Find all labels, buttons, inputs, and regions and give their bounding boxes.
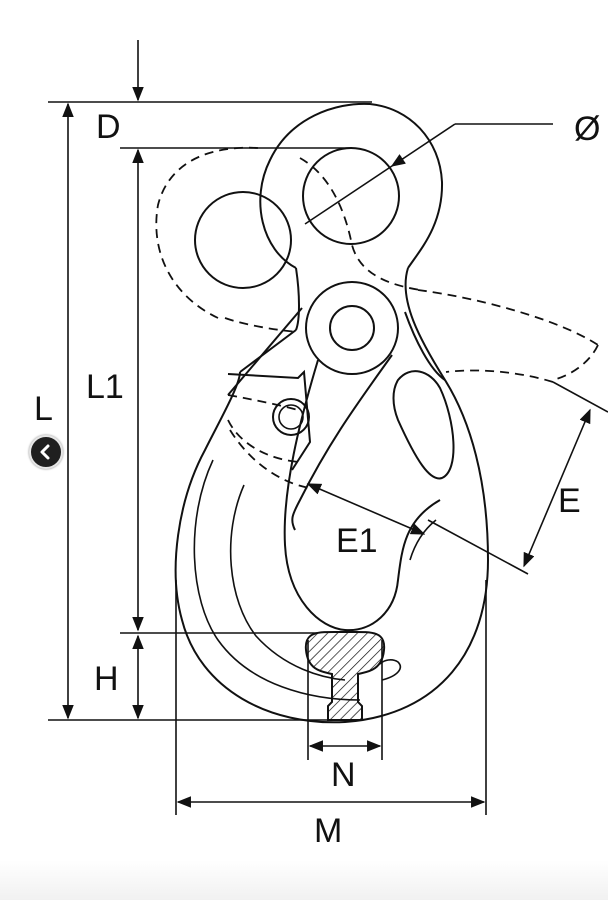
label-n: N — [331, 756, 356, 794]
hook-body — [174, 267, 490, 724]
previous-image-button[interactable] — [29, 435, 63, 469]
hook-eye — [194, 102, 444, 289]
cross-section — [304, 630, 386, 721]
swivel-position-outline — [155, 146, 599, 489]
chevron-left-icon — [40, 444, 50, 460]
label-l: L — [34, 390, 53, 428]
label-h: H — [94, 660, 119, 698]
label-d: D — [96, 108, 121, 146]
bottom-fade — [0, 860, 608, 900]
label-e: E — [558, 482, 581, 520]
label-e1: E1 — [336, 522, 378, 560]
label-diameter: Ø — [574, 110, 600, 148]
label-m: M — [314, 812, 342, 850]
safety-latch — [227, 281, 455, 531]
dimension-lines — [48, 40, 608, 815]
label-l1: L1 — [86, 368, 124, 406]
